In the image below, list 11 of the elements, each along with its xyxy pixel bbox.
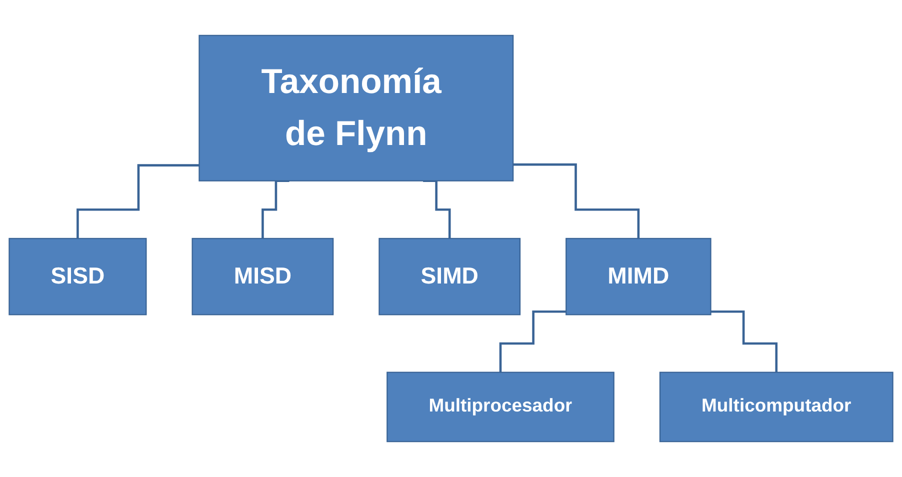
connector bbox=[710, 310, 778, 374]
node-box: Taxonomía de Flynn bbox=[198, 34, 514, 182]
node-box: SIMD bbox=[378, 238, 521, 316]
node-box: Multicomputador bbox=[659, 372, 894, 442]
connector bbox=[76, 164, 200, 240]
node-box: Multiprocesador bbox=[386, 372, 614, 442]
node-box: MISD bbox=[192, 238, 334, 316]
node-box: MIMD bbox=[566, 238, 712, 316]
connector bbox=[499, 310, 566, 374]
node-box: SISD bbox=[8, 238, 147, 316]
connector bbox=[513, 163, 640, 240]
